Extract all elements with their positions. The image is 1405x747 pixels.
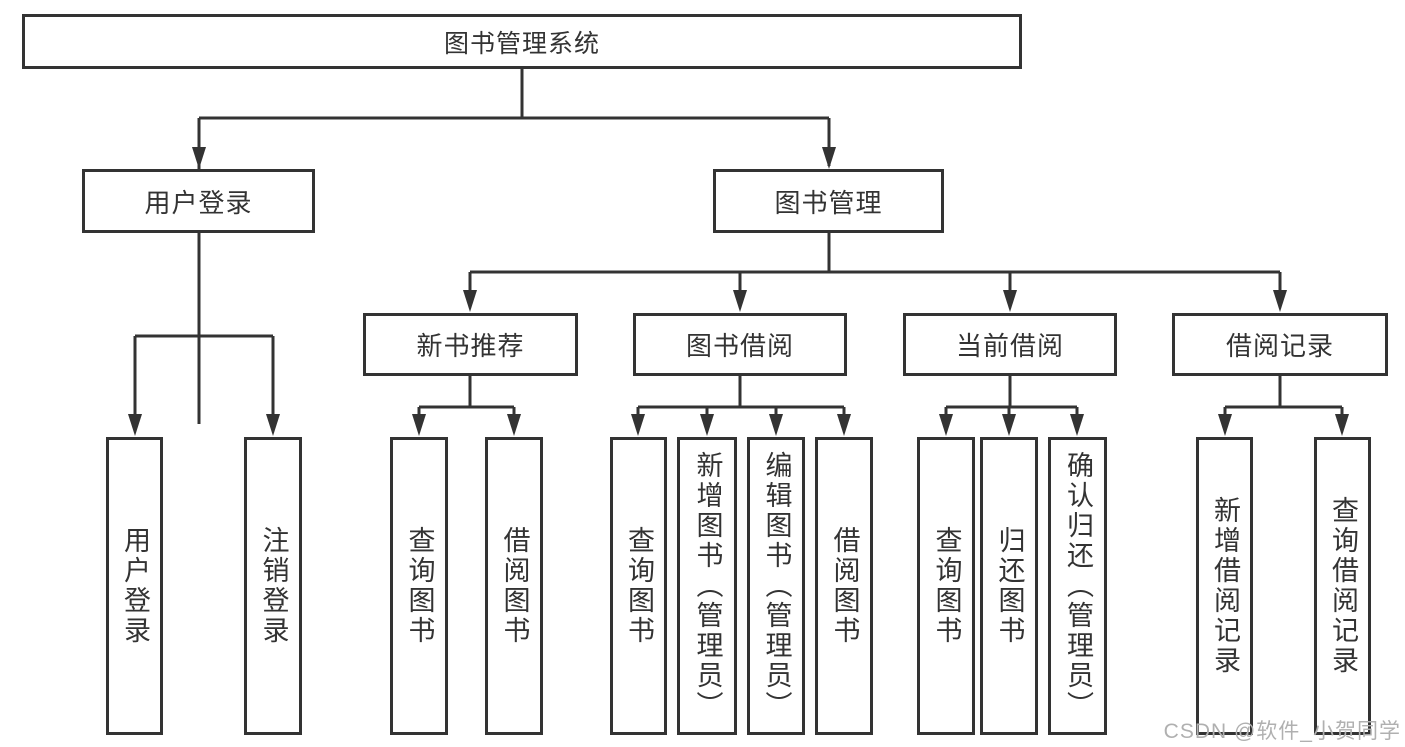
leaf-edit-book-admin: 编辑图书（管理员） (747, 437, 805, 735)
leaf-add-book-admin: 新增图书（管理员） (677, 437, 737, 735)
leaf-query-book-current-label: 查询图书 (931, 526, 962, 646)
node-book-borrow: 图书借阅 (633, 313, 847, 376)
leaf-user-login-label: 用户登录 (120, 526, 150, 646)
leaf-add-book-admin-label: 新增图书（管理员） (692, 451, 723, 721)
node-borrow-records: 借阅记录 (1172, 313, 1388, 376)
leaf-confirm-return-admin: 确认归还（管理员） (1048, 437, 1107, 735)
leaf-borrow-book-label: 借阅图书 (829, 526, 860, 646)
leaf-query-book-borrow-label: 查询图书 (624, 526, 654, 646)
node-new-book-recommend: 新书推荐 (363, 313, 578, 376)
leaf-user-login: 用户登录 (106, 437, 163, 735)
leaf-return-book: 归还图书 (980, 437, 1038, 735)
leaf-query-borrow-record: 查询借阅记录 (1314, 437, 1371, 735)
leaf-add-borrow-record-label: 新增借阅记录 (1210, 496, 1240, 676)
watermark: CSDN @软件_小贺同学 (1163, 720, 1401, 743)
node-library-system: 图书管理系统 (22, 14, 1022, 69)
leaf-borrow-book: 借阅图书 (815, 437, 873, 735)
leaf-query-borrow-record-label: 查询借阅记录 (1328, 496, 1358, 676)
leaf-query-book-current: 查询图书 (917, 437, 975, 735)
node-user-login: 用户登录 (82, 169, 315, 233)
leaf-borrow-book-recommend-label: 借阅图书 (499, 526, 530, 646)
leaf-edit-book-admin-label: 编辑图书（管理员） (761, 451, 792, 721)
leaf-query-book-recommend-label: 查询图书 (404, 526, 435, 646)
leaf-query-book-borrow: 查询图书 (610, 437, 667, 735)
node-book-management: 图书管理 (713, 169, 944, 233)
leaf-confirm-return-admin-label: 确认归还（管理员） (1063, 451, 1093, 721)
leaf-borrow-book-recommend: 借阅图书 (485, 437, 543, 735)
leaf-logout-label: 注销登录 (258, 526, 289, 646)
leaf-query-book-recommend: 查询图书 (390, 437, 448, 735)
leaf-return-book-label: 归还图书 (994, 526, 1025, 646)
leaf-add-borrow-record: 新增借阅记录 (1196, 437, 1253, 735)
node-current-borrow: 当前借阅 (903, 313, 1117, 376)
leaf-logout: 注销登录 (244, 437, 302, 735)
